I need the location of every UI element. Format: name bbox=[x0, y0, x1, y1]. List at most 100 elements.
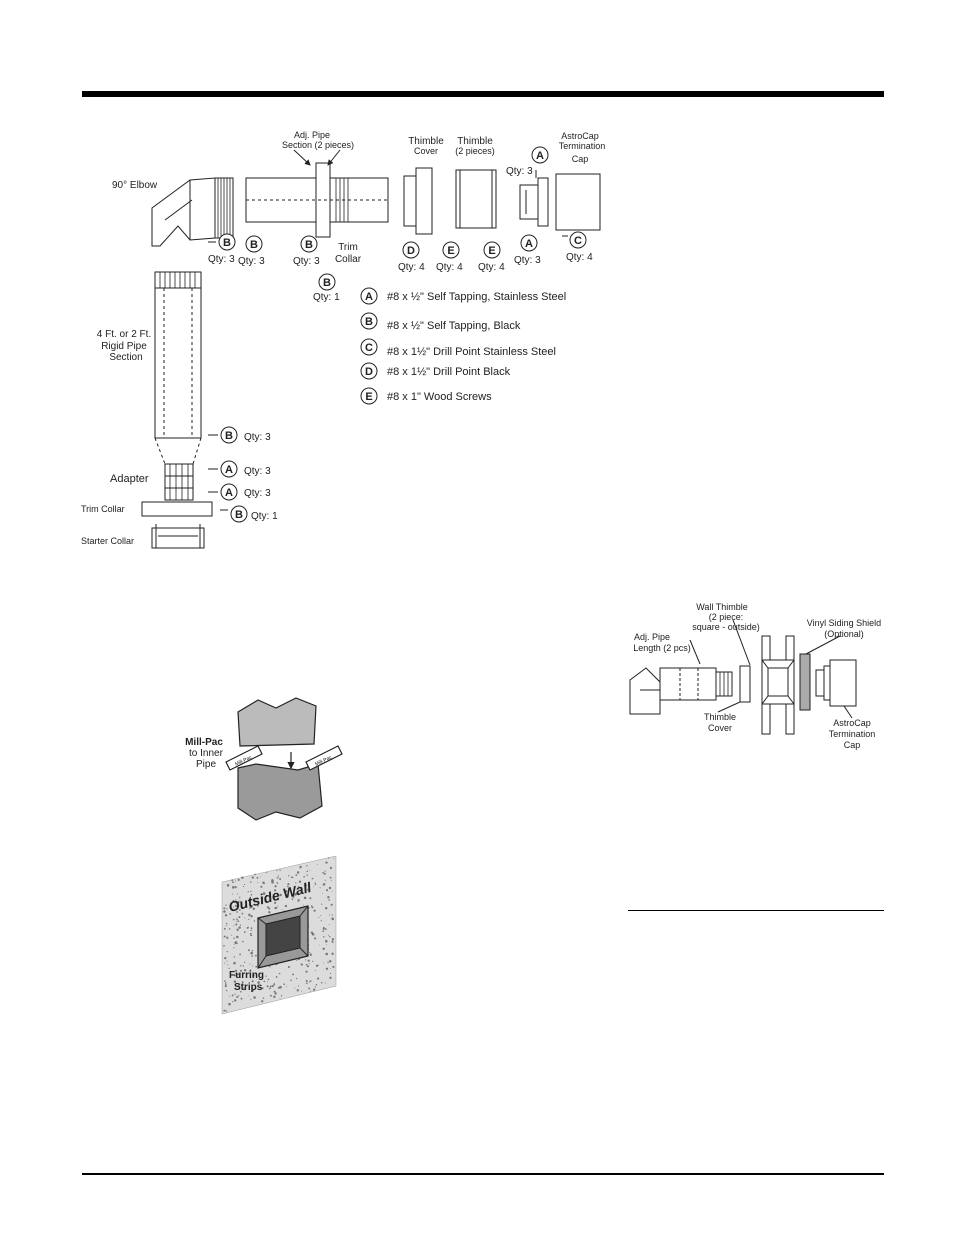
svg-text:Mill-Pac: Mill-Pac bbox=[185, 737, 223, 748]
texture-speck bbox=[322, 871, 324, 874]
texture-speck bbox=[250, 893, 253, 896]
texture-speck bbox=[276, 882, 279, 884]
svg-text:A: A bbox=[225, 487, 233, 499]
texture-speck bbox=[236, 936, 238, 938]
texture-speck bbox=[231, 879, 234, 882]
texture-speck bbox=[327, 896, 330, 899]
texture-speck bbox=[332, 965, 335, 968]
svg-text:Cover: Cover bbox=[708, 723, 732, 733]
texture-speck bbox=[322, 930, 324, 932]
texture-speck bbox=[294, 987, 296, 989]
texture-speck bbox=[237, 878, 240, 881]
texture-speck bbox=[319, 887, 321, 889]
texture-speck bbox=[297, 886, 300, 888]
texture-speck bbox=[239, 896, 241, 898]
texture-speck bbox=[320, 915, 322, 916]
texture-speck bbox=[249, 907, 251, 909]
texture-speck bbox=[237, 893, 239, 895]
svg-text:Thimble: Thimble bbox=[704, 712, 736, 722]
texture-speck bbox=[283, 983, 286, 986]
texture-speck bbox=[229, 995, 231, 997]
texture-speck bbox=[223, 1009, 226, 1012]
texture-speck bbox=[287, 885, 289, 888]
texture-speck bbox=[317, 977, 320, 980]
legend-item: A#8 x ½" Self Tapping, Stainless Steel bbox=[360, 287, 566, 305]
rigid-pipe-part bbox=[154, 271, 202, 439]
texture-speck bbox=[292, 895, 295, 898]
svg-text:Cap: Cap bbox=[844, 740, 861, 750]
texture-speck bbox=[330, 879, 332, 881]
texture-speck bbox=[314, 970, 316, 972]
adj-pipe-part bbox=[245, 149, 389, 238]
texture-speck bbox=[252, 898, 255, 901]
texture-speck bbox=[237, 984, 240, 987]
svg-text:A: A bbox=[365, 291, 373, 303]
adj-pipe-label: Adj. Pipe bbox=[294, 130, 330, 140]
svg-text:Qty: 3: Qty: 3 bbox=[208, 254, 235, 265]
texture-speck bbox=[250, 951, 253, 955]
texture-speck bbox=[279, 878, 282, 880]
texture-speck bbox=[322, 893, 324, 894]
texture-speck bbox=[325, 967, 329, 970]
thimble-label: (2 pieces) bbox=[455, 146, 495, 156]
texture-speck bbox=[280, 995, 283, 997]
texture-speck bbox=[324, 982, 326, 984]
texture-speck bbox=[243, 931, 246, 933]
texture-speck bbox=[269, 965, 271, 968]
texture-speck bbox=[290, 876, 293, 879]
texture-speck bbox=[309, 951, 311, 953]
texture-speck bbox=[238, 909, 241, 911]
texture-speck bbox=[251, 876, 254, 879]
texture-speck bbox=[317, 863, 318, 865]
texture-speck bbox=[240, 997, 243, 1000]
texture-speck bbox=[314, 986, 316, 988]
texture-speck bbox=[331, 916, 333, 918]
texture-speck bbox=[234, 904, 238, 907]
column-rule bbox=[628, 910, 884, 911]
texture-speck bbox=[274, 889, 277, 892]
texture-speck bbox=[331, 917, 334, 921]
starter-collar-label: Starter Collar bbox=[81, 536, 134, 546]
svg-text:C: C bbox=[365, 342, 373, 354]
texture-speck bbox=[242, 965, 244, 967]
texture-speck bbox=[300, 963, 303, 966]
svg-text:Wall Thimble: Wall Thimble bbox=[696, 602, 748, 612]
texture-speck bbox=[290, 979, 292, 982]
elbow-label: 90° Elbow bbox=[112, 180, 158, 191]
texture-speck bbox=[296, 871, 300, 874]
texture-speck bbox=[271, 879, 274, 882]
texture-speck bbox=[236, 996, 239, 998]
texture-speck bbox=[236, 973, 240, 976]
texture-speck bbox=[235, 942, 238, 945]
texture-speck bbox=[330, 903, 333, 906]
texture-speck bbox=[327, 857, 330, 859]
texture-speck bbox=[297, 899, 300, 902]
texture-speck bbox=[310, 990, 312, 992]
texture-speck bbox=[228, 928, 231, 930]
texture-speck bbox=[242, 885, 245, 887]
texture-speck bbox=[287, 965, 290, 969]
texture-speck bbox=[244, 961, 246, 963]
texture-speck bbox=[312, 960, 314, 963]
texture-speck bbox=[223, 907, 226, 910]
adapter-label: Adapter bbox=[110, 473, 149, 485]
texture-speck bbox=[279, 869, 281, 872]
texture-speck bbox=[246, 926, 249, 929]
svg-text:Strips: Strips bbox=[234, 982, 263, 993]
texture-speck bbox=[226, 884, 230, 887]
texture-speck bbox=[330, 968, 331, 969]
texture-speck bbox=[257, 904, 259, 907]
svg-text:Qty: 3: Qty: 3 bbox=[244, 488, 271, 499]
texture-speck bbox=[241, 981, 244, 984]
footer-rule bbox=[82, 1173, 884, 1175]
texture-speck bbox=[311, 906, 314, 909]
texture-speck bbox=[243, 987, 245, 989]
wall-texture bbox=[223, 857, 335, 1012]
texture-speck bbox=[262, 997, 265, 999]
texture-speck bbox=[234, 886, 237, 889]
